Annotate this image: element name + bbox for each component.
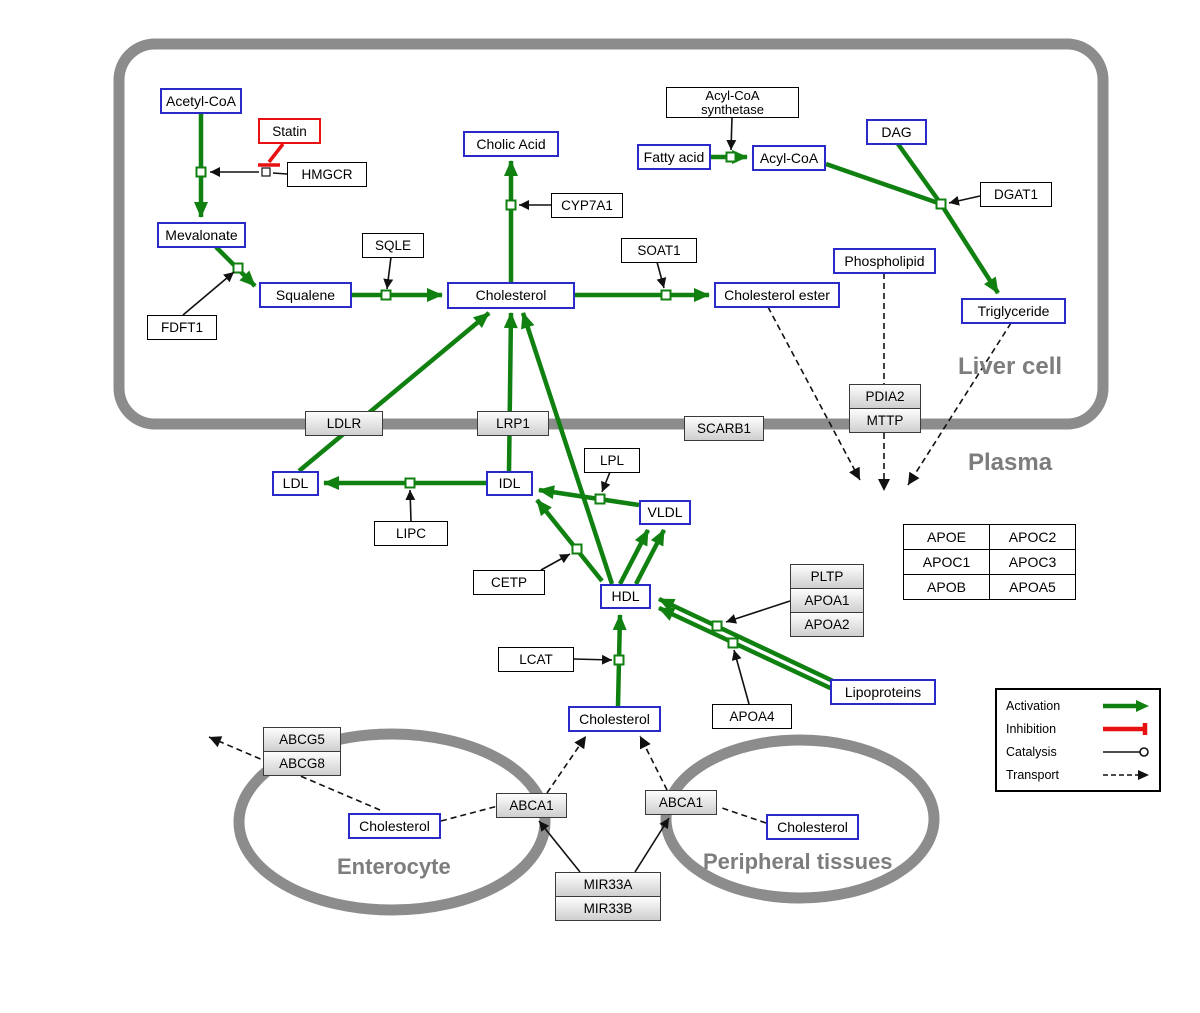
node-statin[interactable]: Statin [258, 118, 321, 144]
legend-item-catalysis: Catalysis [997, 744, 1159, 760]
node-acyl-coa[interactable]: Acyl-CoA [752, 145, 826, 171]
activation-arrow-icon [1103, 699, 1149, 712]
node-lpl[interactable]: LPL [584, 448, 640, 473]
node-ldl[interactable]: LDL [272, 471, 319, 496]
legend-item-activation: Activation [997, 698, 1159, 714]
apo-cell-apoc1[interactable]: APOC1 [904, 550, 989, 574]
node-dgat1[interactable]: DGAT1 [980, 182, 1052, 207]
node-acyl-coa-synthetase[interactable]: Acyl-CoA synthetase [666, 87, 799, 118]
node-mir33b[interactable]: MIR33B [555, 896, 661, 921]
node-triglyceride[interactable]: Triglyceride [961, 298, 1066, 324]
node-mir33a[interactable]: MIR33A [555, 872, 661, 897]
node-hdl[interactable]: HDL [600, 584, 651, 609]
catalysis-edges [182, 116, 981, 873]
node-ldlr[interactable]: LDLR [305, 411, 383, 436]
plasma-label: Plasma [968, 449, 1053, 476]
legend: Activation Inhibition Catalysis Transpor… [995, 688, 1161, 792]
node-abcg8[interactable]: ABCG8 [263, 751, 341, 776]
node-cholesterol-enterocyte[interactable]: Cholesterol [348, 813, 441, 839]
apo-cell-apoc2[interactable]: APOC2 [990, 525, 1075, 549]
apo-cell-apob[interactable]: APOB [904, 575, 989, 599]
inhibition-tbar-icon [1103, 722, 1148, 735]
node-cholesterol-peripheral[interactable]: Cholesterol [766, 814, 859, 840]
node-abcg5[interactable]: ABCG5 [263, 727, 341, 752]
legend-inhibition-label: Inhibition [1006, 721, 1057, 736]
node-squalene[interactable]: Squalene [259, 282, 352, 308]
node-pdia2[interactable]: PDIA2 [849, 384, 921, 409]
activation-edges [194, 113, 1000, 707]
legend-item-inhibition: Inhibition [997, 721, 1159, 737]
node-sqle[interactable]: SQLE [362, 233, 424, 258]
node-lipoproteins[interactable]: Lipoproteins [830, 679, 936, 705]
node-soat1[interactable]: SOAT1 [621, 238, 697, 263]
node-vldl[interactable]: VLDL [639, 500, 691, 525]
apo-cell-apoa5[interactable]: APOA5 [990, 575, 1075, 599]
legend-transport-label: Transport [1006, 767, 1060, 782]
node-abca1-enterocyte[interactable]: ABCA1 [496, 793, 567, 818]
node-dag[interactable]: DAG [866, 119, 927, 145]
legend-item-transport: Transport [997, 767, 1159, 783]
node-acetyl-coa[interactable]: Acetyl-CoA [160, 88, 242, 114]
node-lipc[interactable]: LIPC [374, 521, 448, 546]
liver-cell-outline [113, 38, 1109, 430]
node-lrp1[interactable]: LRP1 [477, 411, 549, 436]
node-mevalonate[interactable]: Mevalonate [157, 222, 246, 248]
node-cholesterol-ester[interactable]: Cholesterol ester [714, 282, 840, 308]
reaction-anchors [195, 151, 947, 666]
node-lcat[interactable]: LCAT [498, 647, 574, 672]
node-pltp[interactable]: PLTP [790, 564, 864, 589]
node-cetp[interactable]: CETP [473, 570, 545, 595]
node-apoa4[interactable]: APOA4 [712, 704, 792, 729]
node-idl[interactable]: IDL [486, 471, 533, 496]
catalysis-circle-icon [1103, 746, 1149, 757]
catalysis-anchor-square [261, 167, 271, 177]
node-abca1-peripheral[interactable]: ABCA1 [645, 790, 717, 815]
node-apoa2[interactable]: APOA2 [790, 612, 864, 637]
liver-cell-label: Liver cell [958, 353, 1063, 380]
node-apoa1[interactable]: APOA1 [790, 588, 864, 613]
inhibition-edge-statin-hmgcr [258, 142, 285, 167]
node-scarb1[interactable]: SCARB1 [684, 416, 764, 441]
enterocyte-label: Enterocyte [337, 854, 451, 879]
peripheral-tissues-label: Peripheral tissues [703, 849, 893, 874]
apolipoprotein-table: APOE APOC2 APOC1 APOC3 APOB APOA5 [903, 524, 1076, 600]
apo-cell-apoe[interactable]: APOE [904, 525, 989, 549]
node-mttp[interactable]: MTTP [849, 408, 921, 433]
node-cholesterol-liver[interactable]: Cholesterol [447, 282, 575, 309]
node-cyp7a1[interactable]: CYP7A1 [551, 193, 623, 218]
legend-catalysis-label: Catalysis [1006, 744, 1057, 759]
legend-activation-label: Activation [1006, 698, 1061, 713]
node-cholesterol-plasma[interactable]: Cholesterol [568, 706, 661, 732]
node-fdft1[interactable]: FDFT1 [147, 315, 217, 340]
transport-dashed-arrow-icon [1103, 769, 1149, 780]
node-hmgcr[interactable]: HMGCR [287, 162, 367, 187]
node-cholic-acid[interactable]: Cholic Acid [463, 131, 559, 157]
apo-cell-apoc3[interactable]: APOC3 [990, 550, 1075, 574]
node-phospholipid[interactable]: Phospholipid [833, 248, 936, 274]
node-fatty-acid[interactable]: Fatty acid [637, 144, 711, 170]
